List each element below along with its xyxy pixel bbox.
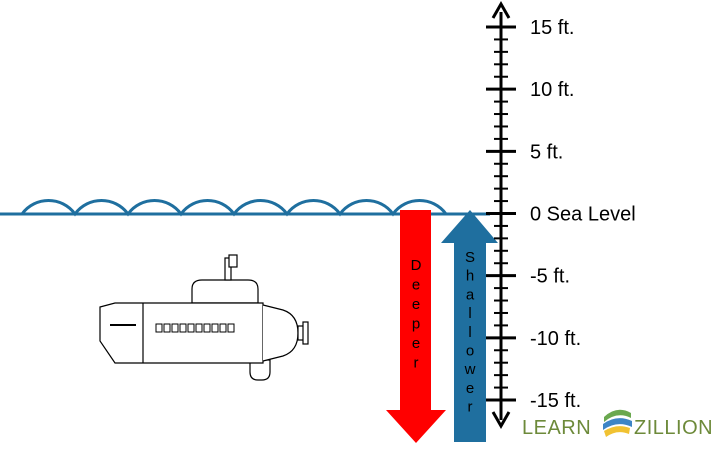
tick-label: 0 Sea Level [530,204,636,226]
arrow-letter: e [466,380,474,397]
number-line-down-arrowhead [491,411,511,430]
tick-label: 5 ft. [530,141,563,163]
deeper-arrow-shape [386,210,446,443]
arrow-letter: r [414,355,419,372]
arrow-letter: h [466,268,474,285]
arrow-letter: D [411,257,422,274]
arrow-letter: e [412,277,420,294]
learnzillion-logo-icon [602,409,632,439]
tick-label: 10 ft. [530,79,574,101]
submarine-icon [99,254,309,381]
submarine-window [203,323,211,333]
submarine-window [227,323,235,333]
tick-label: -5 ft. [530,266,570,288]
number-line: 15 ft. 10 ft. 5 ft. 0 Sea Level -5 ft. -10 ft… [486,0,636,430]
tick-label: 15 ft. [530,17,574,39]
submarine-window [155,323,163,333]
tick-labels: 15 ft. 10 ft. 5 ft. 0 Sea Level -5 ft. -10 ft… [530,17,636,412]
minor-ticks [494,38,508,389]
logo-text-learn: LEARN [522,417,591,439]
arrow-letter: l [468,305,471,322]
submarine-window [195,323,203,333]
arrow-letter: a [466,286,475,303]
shallower-arrow-shape [441,210,498,442]
tick-label: -10 ft. [530,328,581,350]
arrow-letter: p [412,316,420,333]
arrow-letter: e [412,296,420,313]
submarine-windows [155,323,235,333]
major-ticks [486,25,516,402]
submarine-window [219,323,227,333]
arrow-letter: l [468,324,471,341]
submarine-window [211,323,219,333]
submarine-window [163,323,171,333]
number-line-up-arrowhead [491,0,511,19]
tick-label: -15 ft. [530,390,581,412]
learnzillion-logo: LEARN ZILLION [522,409,713,439]
logo-text-zillion: ZILLION [634,417,713,439]
arrow-letter: S [465,249,475,266]
water-waves [20,199,448,217]
arrow-letter: e [412,335,420,352]
arrow-letter: w [464,361,476,378]
submarine-window [171,323,179,333]
arrow-letter: r [468,399,473,416]
submarine-window [187,323,195,333]
submarine-window [179,323,187,333]
arrow-letter: o [466,343,474,360]
